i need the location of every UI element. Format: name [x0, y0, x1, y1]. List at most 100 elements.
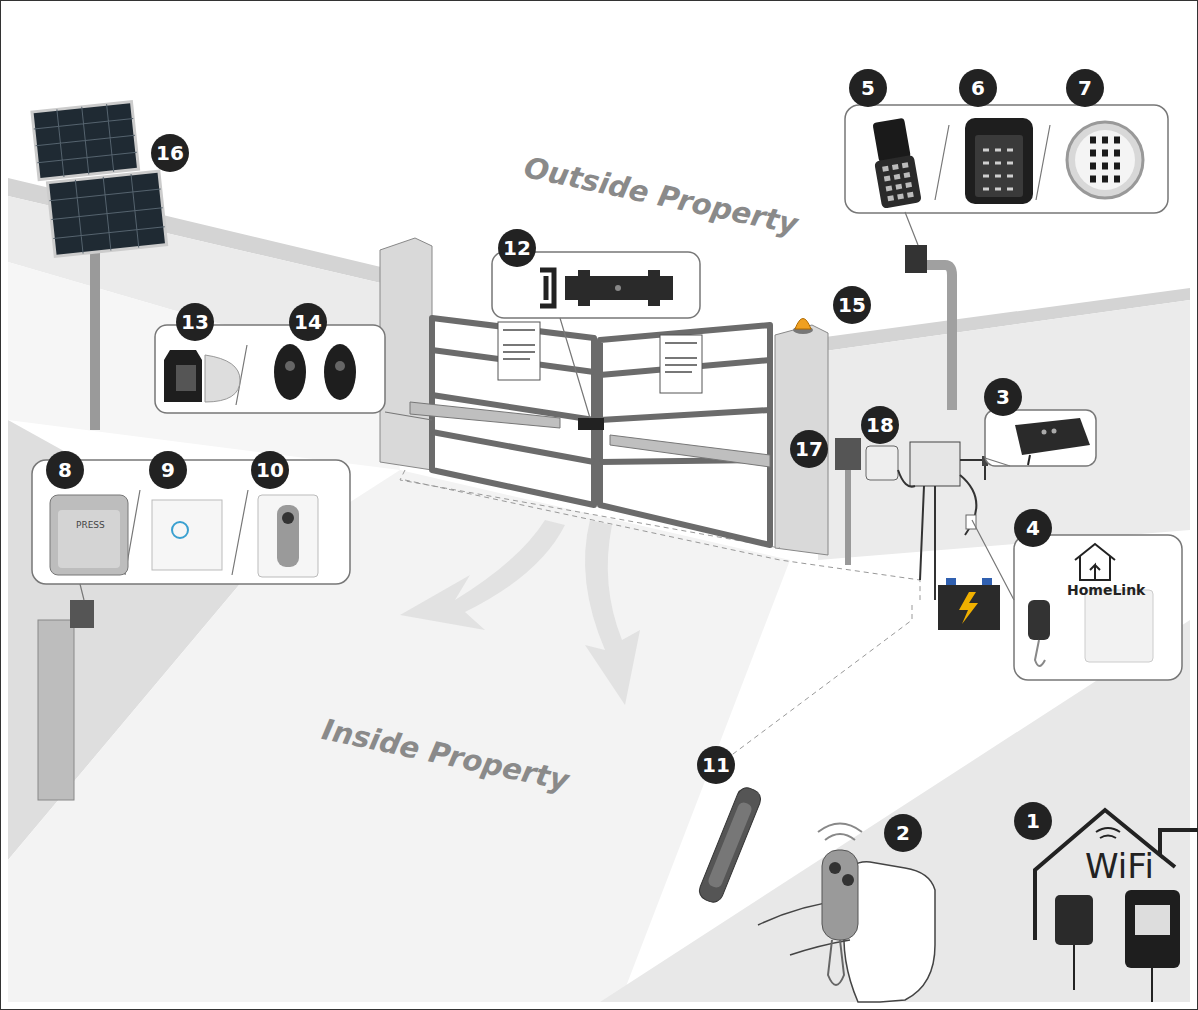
swing-arrow: [585, 520, 640, 705]
receiver-cable: [1028, 455, 1030, 465]
button-post: [38, 620, 74, 800]
brand-label: HomeLink: [1067, 582, 1145, 598]
control-box: [910, 442, 960, 486]
wire: [898, 460, 985, 600]
warning-lamp: [795, 319, 811, 330]
receiver-led: [1042, 430, 1047, 435]
keypad-mount: [905, 245, 927, 273]
gate-post: [775, 325, 828, 555]
remote-fob: [822, 850, 858, 940]
callout-number: 7: [1066, 69, 1104, 107]
adapter-cable: [1073, 945, 1075, 990]
keypad-cover: [872, 118, 910, 163]
gate-leaf: [432, 318, 770, 545]
solar-panel: [32, 99, 167, 257]
battery-terminal: [946, 578, 956, 585]
reflector: [205, 355, 240, 402]
wifi-module: [1125, 890, 1180, 968]
receiver-module: [1015, 418, 1090, 455]
remote-button: [829, 862, 841, 874]
callout-box: [1014, 535, 1182, 680]
key-ring: [828, 940, 844, 985]
lock-bracket: [540, 270, 554, 306]
homelink-icon: [1075, 544, 1115, 580]
lock-ear: [578, 270, 590, 306]
exit-button: [152, 500, 222, 570]
panel-grid: [32, 99, 167, 257]
wall-remote: [258, 495, 318, 577]
battery-terminal: [982, 578, 992, 585]
key-ring: [1035, 640, 1045, 666]
photo-eye: [164, 350, 202, 402]
push-button-face: [58, 510, 120, 568]
lock-keyhole: [615, 285, 621, 291]
wifi-waves: [1096, 828, 1120, 838]
callout-number: 9: [149, 451, 187, 489]
keypad-keys: [883, 165, 914, 199]
callout-number: 18: [861, 406, 899, 444]
callout-box: [845, 105, 1168, 213]
keypad-face: [975, 135, 1023, 197]
beam-lens: [285, 361, 295, 371]
round-keypad: [1067, 122, 1143, 198]
callout-number: 1: [1014, 802, 1052, 840]
callout-number: 5: [849, 69, 887, 107]
homelink-receiver: [1085, 590, 1153, 662]
beam-lens: [335, 361, 345, 371]
callout-number: 10: [251, 451, 289, 489]
keypad-keys: [983, 150, 1013, 189]
wall-remote-button: [282, 512, 294, 524]
probe-band: [707, 801, 754, 890]
signal-waves: [818, 824, 862, 841]
gate-lock: [578, 418, 604, 430]
solar-pole: [90, 240, 100, 430]
safety-beam: [324, 344, 356, 400]
battery-bolt: [959, 592, 978, 624]
callout-number: 11: [697, 746, 735, 784]
ground-band: [8, 470, 790, 1002]
module-cable: [1151, 968, 1153, 1002]
callout-number: 8: [46, 451, 84, 489]
power-adapter: [1055, 895, 1093, 945]
push-button-box: [50, 495, 128, 575]
callout-number: 3: [984, 378, 1022, 416]
lock-ear: [648, 270, 660, 306]
callout-number: 2: [884, 814, 922, 852]
probe-body: [696, 785, 763, 905]
vehicle-sensor: [696, 785, 763, 905]
button-label: PRESS: [76, 520, 105, 530]
round-keypad-face: [1075, 130, 1135, 190]
callout-number: 6: [959, 69, 997, 107]
keypad-body: [874, 155, 922, 209]
receiver-small: [966, 515, 976, 529]
receiver-led: [1052, 429, 1057, 434]
button-mount: [70, 600, 94, 628]
wall-remote-body: [277, 505, 299, 567]
junction-box: [835, 438, 861, 470]
keypad-hood: [965, 118, 1033, 204]
conduit: [845, 470, 851, 565]
keypad-keys: [1090, 140, 1120, 179]
callout-number: 13: [176, 303, 214, 341]
callout-number: 12: [498, 229, 536, 267]
gate-post: [380, 238, 432, 470]
callout-number: 16: [151, 134, 189, 172]
callout-number: 17: [790, 430, 828, 468]
wall-socket: [866, 446, 898, 480]
swing-arrow: [400, 520, 565, 630]
battery: [938, 585, 1000, 630]
callout-number: 15: [833, 286, 871, 324]
key-fob: [1028, 600, 1050, 640]
callout-number: 14: [289, 303, 327, 341]
keypad-flip: [867, 117, 921, 209]
callout-box: [985, 410, 1096, 466]
photo-eye-lens: [176, 365, 196, 391]
actuator: [610, 435, 770, 467]
keypad-pole: [916, 265, 952, 410]
callout-number: 4: [1014, 509, 1052, 547]
wifi-label: WiFi: [1085, 846, 1154, 886]
callout-boxes: [32, 105, 1182, 680]
safety-beam: [274, 344, 306, 400]
